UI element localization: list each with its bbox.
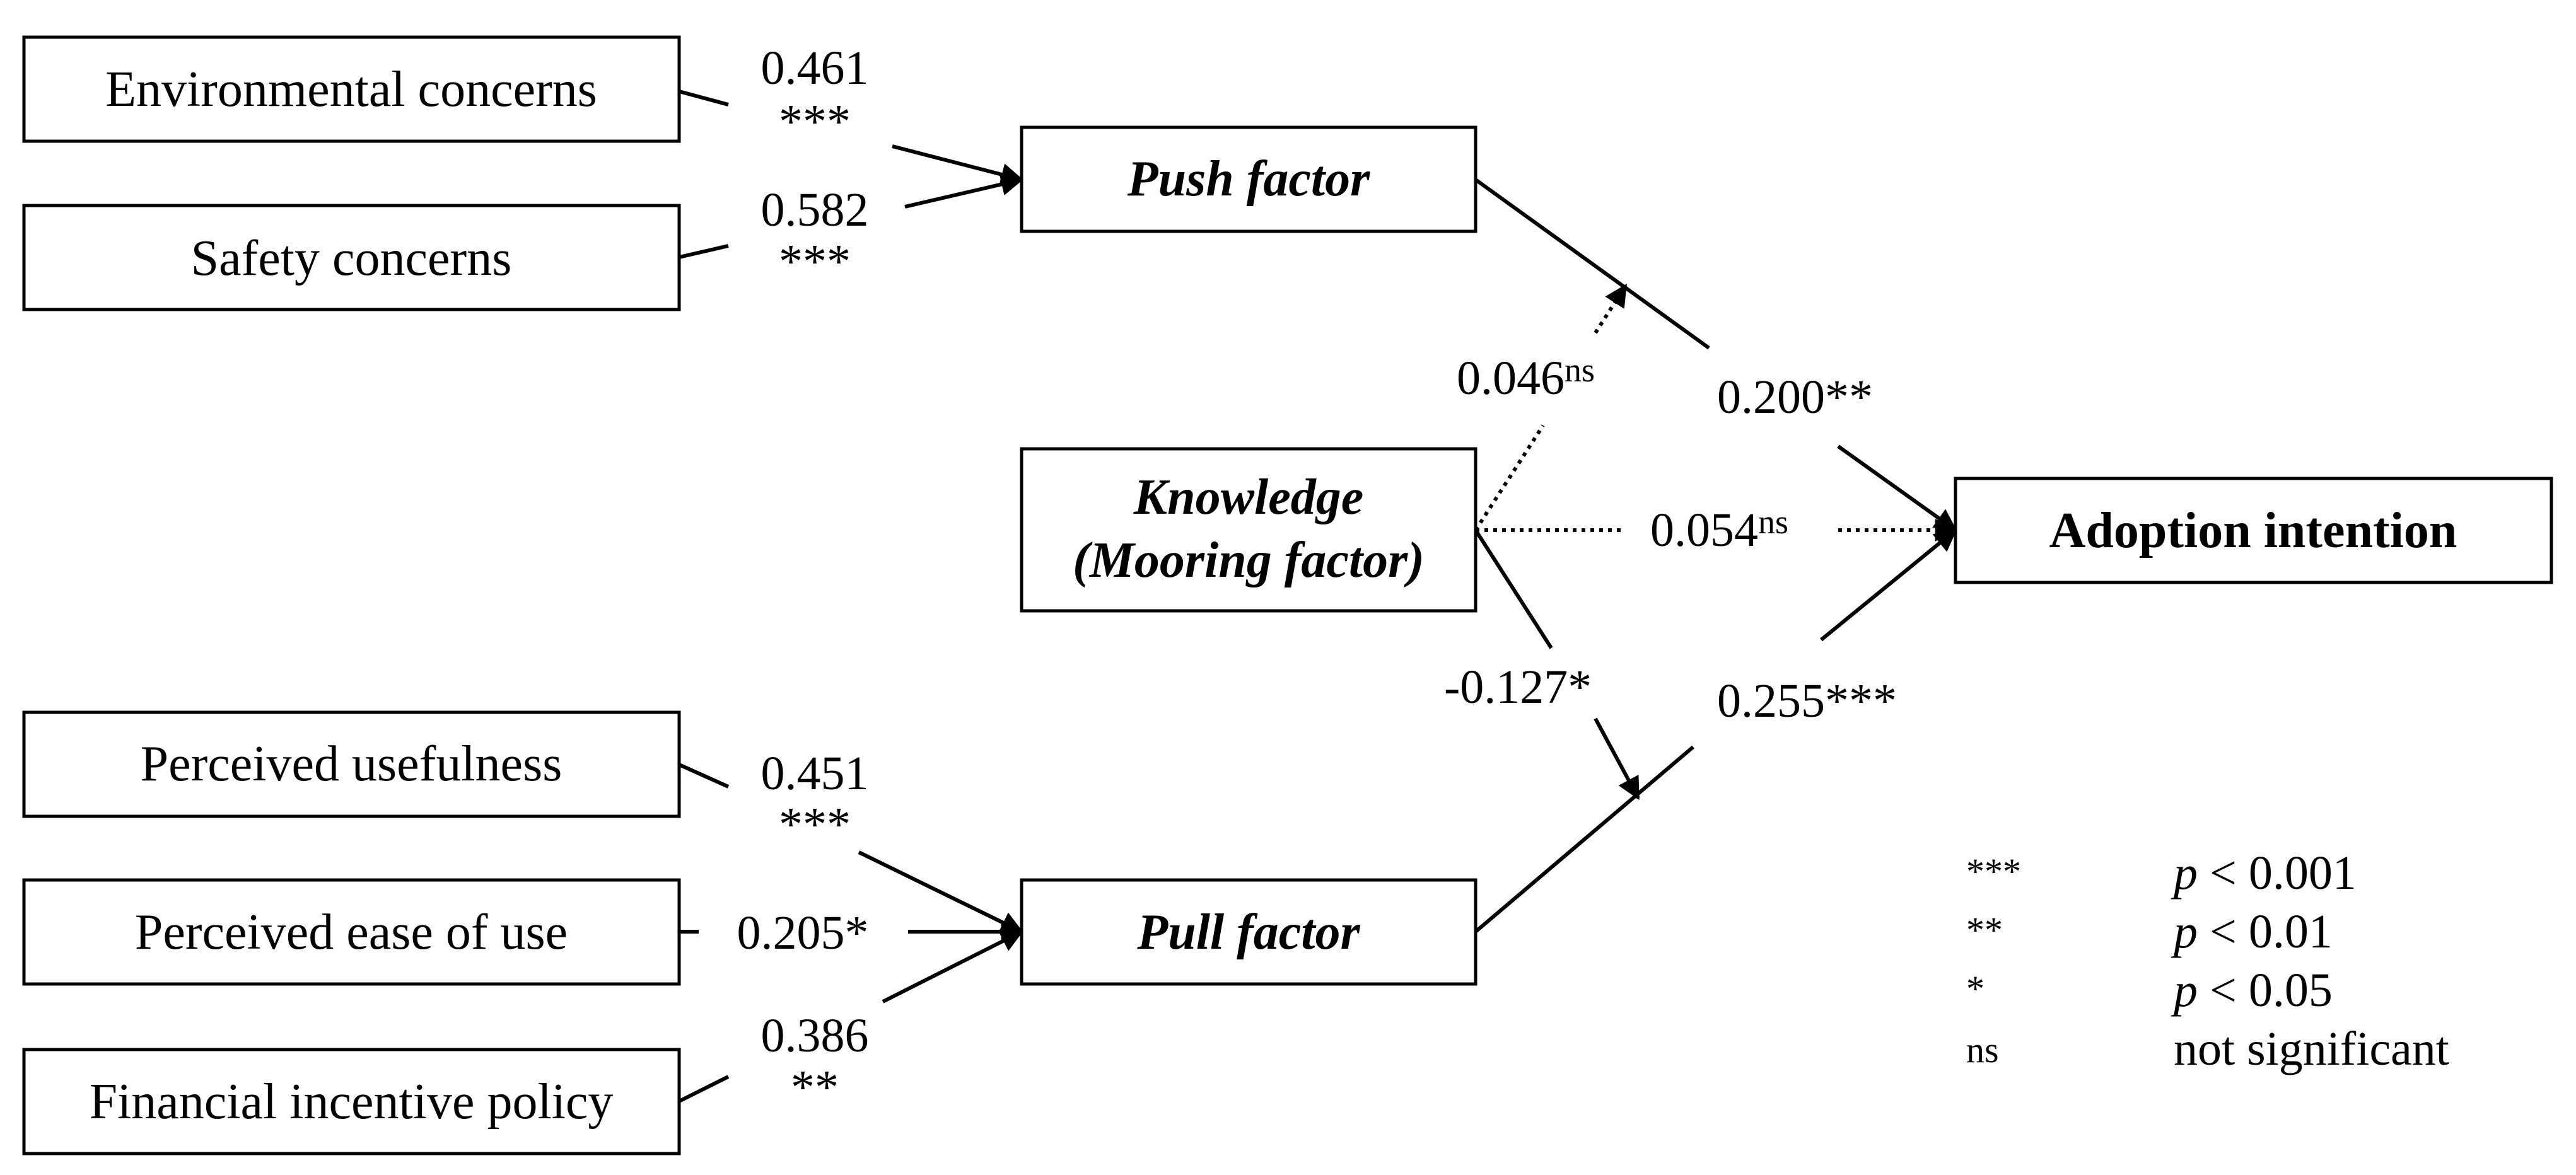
coef-value: 0.046 — [1457, 352, 1565, 405]
edge-knowledge-pull-mod-a — [1474, 529, 1553, 649]
node-label: Perceived usefulness — [141, 736, 562, 792]
node-safety-concerns: Safety concerns — [22, 204, 681, 311]
node-pull-factor: Pull factor — [1020, 878, 1477, 986]
node-financial-incentive-policy: Financial incentive policy — [22, 1048, 681, 1155]
coef-knowledge-pull-mod: -0.127* — [1444, 661, 1592, 714]
edge-knowledge-push-mod-b — [1594, 283, 1628, 334]
node-adoption-intention: Adoption intention — [1954, 477, 2553, 584]
coef-usefulness-pull: 0.451 *** — [761, 747, 869, 851]
coef-pull-adoption: 0.255*** — [1717, 674, 1897, 727]
edge-push-adoption-b — [1837, 444, 1957, 532]
node-label: Pull factor — [1136, 905, 1360, 960]
coef-push-adoption: 0.200** — [1717, 371, 1873, 424]
node-environmental-concerns: Environmental concerns — [22, 35, 681, 143]
coef-sig: *** — [779, 798, 851, 851]
coef-value: 0.386 — [761, 1009, 869, 1062]
legend-symbol: ** — [1966, 910, 2003, 951]
node-label: Push factor — [1127, 151, 1370, 207]
coef-financial-pull: 0.386 ** — [761, 1009, 869, 1114]
edge-push-adoption-a — [1474, 178, 1710, 350]
coef-knowledge-adoption: 0.054ns — [1650, 503, 1788, 557]
node-label: Financial incentive policy — [90, 1074, 614, 1130]
coef-knowledge-push-mod: 0.046ns — [1457, 351, 1595, 405]
edge-usefulness-pull-a — [678, 763, 730, 789]
node-perceived-ease-of-use: Perceived ease of use — [22, 878, 681, 986]
edge-financial-pull-b — [882, 930, 1024, 1004]
edge-safety-push-b — [904, 173, 1024, 209]
legend-text: p < 0.05 — [2171, 964, 2333, 1017]
legend-threshold: < 0.001 — [2198, 847, 2357, 900]
legend-text: p < 0.001 — [2171, 847, 2357, 900]
edge-financial-pull-a — [678, 1075, 730, 1103]
edge-knowledge-pull-mod-b — [1594, 717, 1640, 801]
edge-env-push-a — [679, 90, 729, 107]
legend-symbol: * — [1966, 968, 1984, 1009]
coef-sig: ** — [791, 1061, 839, 1114]
legend-p-symbol: p — [2171, 847, 2198, 900]
coef-env-push: 0.461 *** — [761, 42, 869, 148]
legend-symbol: ns — [1966, 1029, 1999, 1070]
legend-p-symbol: p — [2171, 905, 2198, 958]
edge-env-push-b — [892, 144, 1024, 186]
node-label: Adoption intention — [2049, 503, 2457, 559]
coef-safety-push: 0.582 *** — [761, 183, 869, 288]
node-perceived-usefulness: Perceived usefulness — [22, 710, 681, 818]
coef-value: 0.451 — [761, 747, 869, 800]
coef-value: 0.582 — [761, 183, 869, 236]
coef-ease-pull: 0.205* — [737, 906, 869, 959]
node-label-line2: (Mooring factor) — [1073, 533, 1425, 588]
node-label: Safety concerns — [191, 231, 512, 286]
legend-text: p < 0.01 — [2171, 905, 2333, 958]
coef-sig: ns — [1758, 503, 1788, 541]
node-label: Perceived ease of use — [135, 905, 568, 960]
significance-legend: *** p < 0.001 ** p < 0.01 * p < 0.05 ns not sig… — [1966, 847, 2449, 1075]
legend-p-symbol: p — [2171, 964, 2198, 1017]
edge-knowledge-push-mod-a — [1474, 424, 1545, 531]
edge-usefulness-pull-b — [858, 850, 1024, 934]
coef-sig: ns — [1565, 351, 1595, 389]
node-label: Environmental concerns — [105, 62, 597, 117]
legend-text: not significant — [2174, 1022, 2449, 1075]
edge-safety-push-a — [679, 244, 729, 259]
node-knowledge-mooring-factor: Knowledge (Mooring factor) — [1020, 447, 1477, 613]
legend-threshold: < 0.05 — [2198, 964, 2333, 1017]
legend-symbol: *** — [1966, 851, 2021, 892]
legend-threshold: not significant — [2174, 1022, 2449, 1075]
edge-pull-adoption-b — [1820, 528, 1957, 642]
coef-sig: *** — [779, 95, 851, 148]
legend-threshold: < 0.01 — [2198, 905, 2333, 958]
coef-sig: *** — [779, 235, 851, 288]
node-label-line1: Knowledge — [1133, 470, 1363, 525]
edge-pull-adoption-a — [1474, 745, 1694, 934]
coef-value: 0.054 — [1650, 504, 1758, 557]
coef-value: 0.461 — [761, 42, 869, 95]
node-push-factor: Push factor — [1020, 125, 1477, 233]
